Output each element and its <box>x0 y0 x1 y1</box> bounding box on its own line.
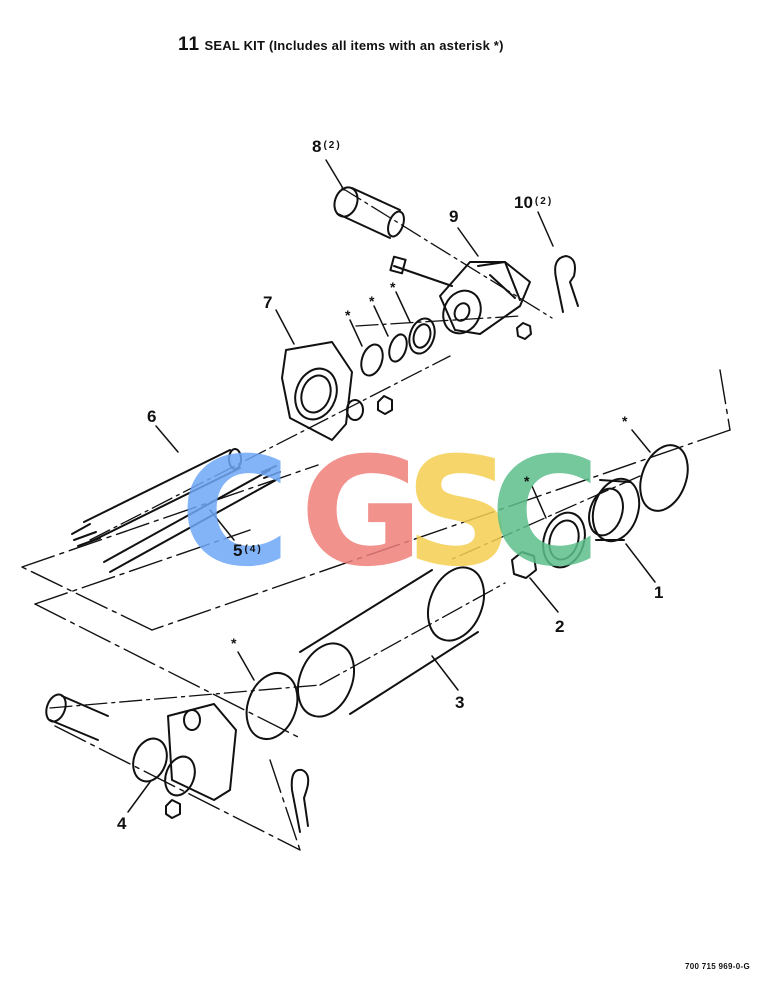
item-4-cap-drawing <box>45 693 237 819</box>
asterisk-marker: * <box>369 293 375 309</box>
callout-item-4: 4 <box>117 814 127 833</box>
watermark-letter-s: S <box>405 426 514 600</box>
piston-seal-drawing <box>542 511 586 569</box>
watermark-letter-c2: C <box>490 426 601 600</box>
seal-ring-lower <box>245 672 299 740</box>
asterisk-marker: * <box>231 635 237 651</box>
callout-item-9: 9 <box>449 207 459 226</box>
title-text: SEAL KIT (Includes all items with an ast… <box>204 38 504 53</box>
watermark-letter-g: G <box>300 426 424 600</box>
title-item-number: 11 <box>178 34 201 55</box>
seal-rings-top <box>360 317 436 377</box>
item-9-clevis-drawing <box>389 255 532 340</box>
asterisk-marker: * <box>390 279 396 295</box>
callout-item-2: 2 <box>555 617 565 636</box>
leader-lines <box>127 159 656 813</box>
item-7-head-drawing <box>281 341 393 441</box>
callout-item-10: 10(2) <box>514 193 554 212</box>
callout-item-3: 3 <box>455 693 465 712</box>
item-1-piston-drawing <box>588 477 641 543</box>
item-5-rod-drawing <box>103 465 281 573</box>
asterisk-marker: * <box>524 473 530 489</box>
asterisk-marker: * <box>345 307 351 323</box>
item-2-nut-drawing <box>511 551 537 579</box>
callout-item-1: 1 <box>654 583 664 602</box>
item-6-rod-drawing <box>71 448 242 547</box>
plane-outlines <box>21 369 731 851</box>
item-8-pin-drawing <box>333 186 405 239</box>
callout-item-6: 6 <box>147 407 157 426</box>
callout-item-8: 8(2) <box>312 137 342 156</box>
figure-id: 700 715 969-0-G <box>685 962 750 971</box>
page-title: 11 SEAL KIT (Includes all items with an … <box>178 34 504 56</box>
asterisk-marker: * <box>622 413 628 429</box>
seal-ring-right <box>639 444 689 512</box>
item-10-pin-drawing <box>290 255 579 833</box>
item-3-tube-drawing <box>297 566 485 718</box>
callout-item-7: 7 <box>263 293 273 312</box>
watermark-letter-c1: C <box>180 426 291 600</box>
callout-item-5: 5(4) <box>233 541 263 560</box>
